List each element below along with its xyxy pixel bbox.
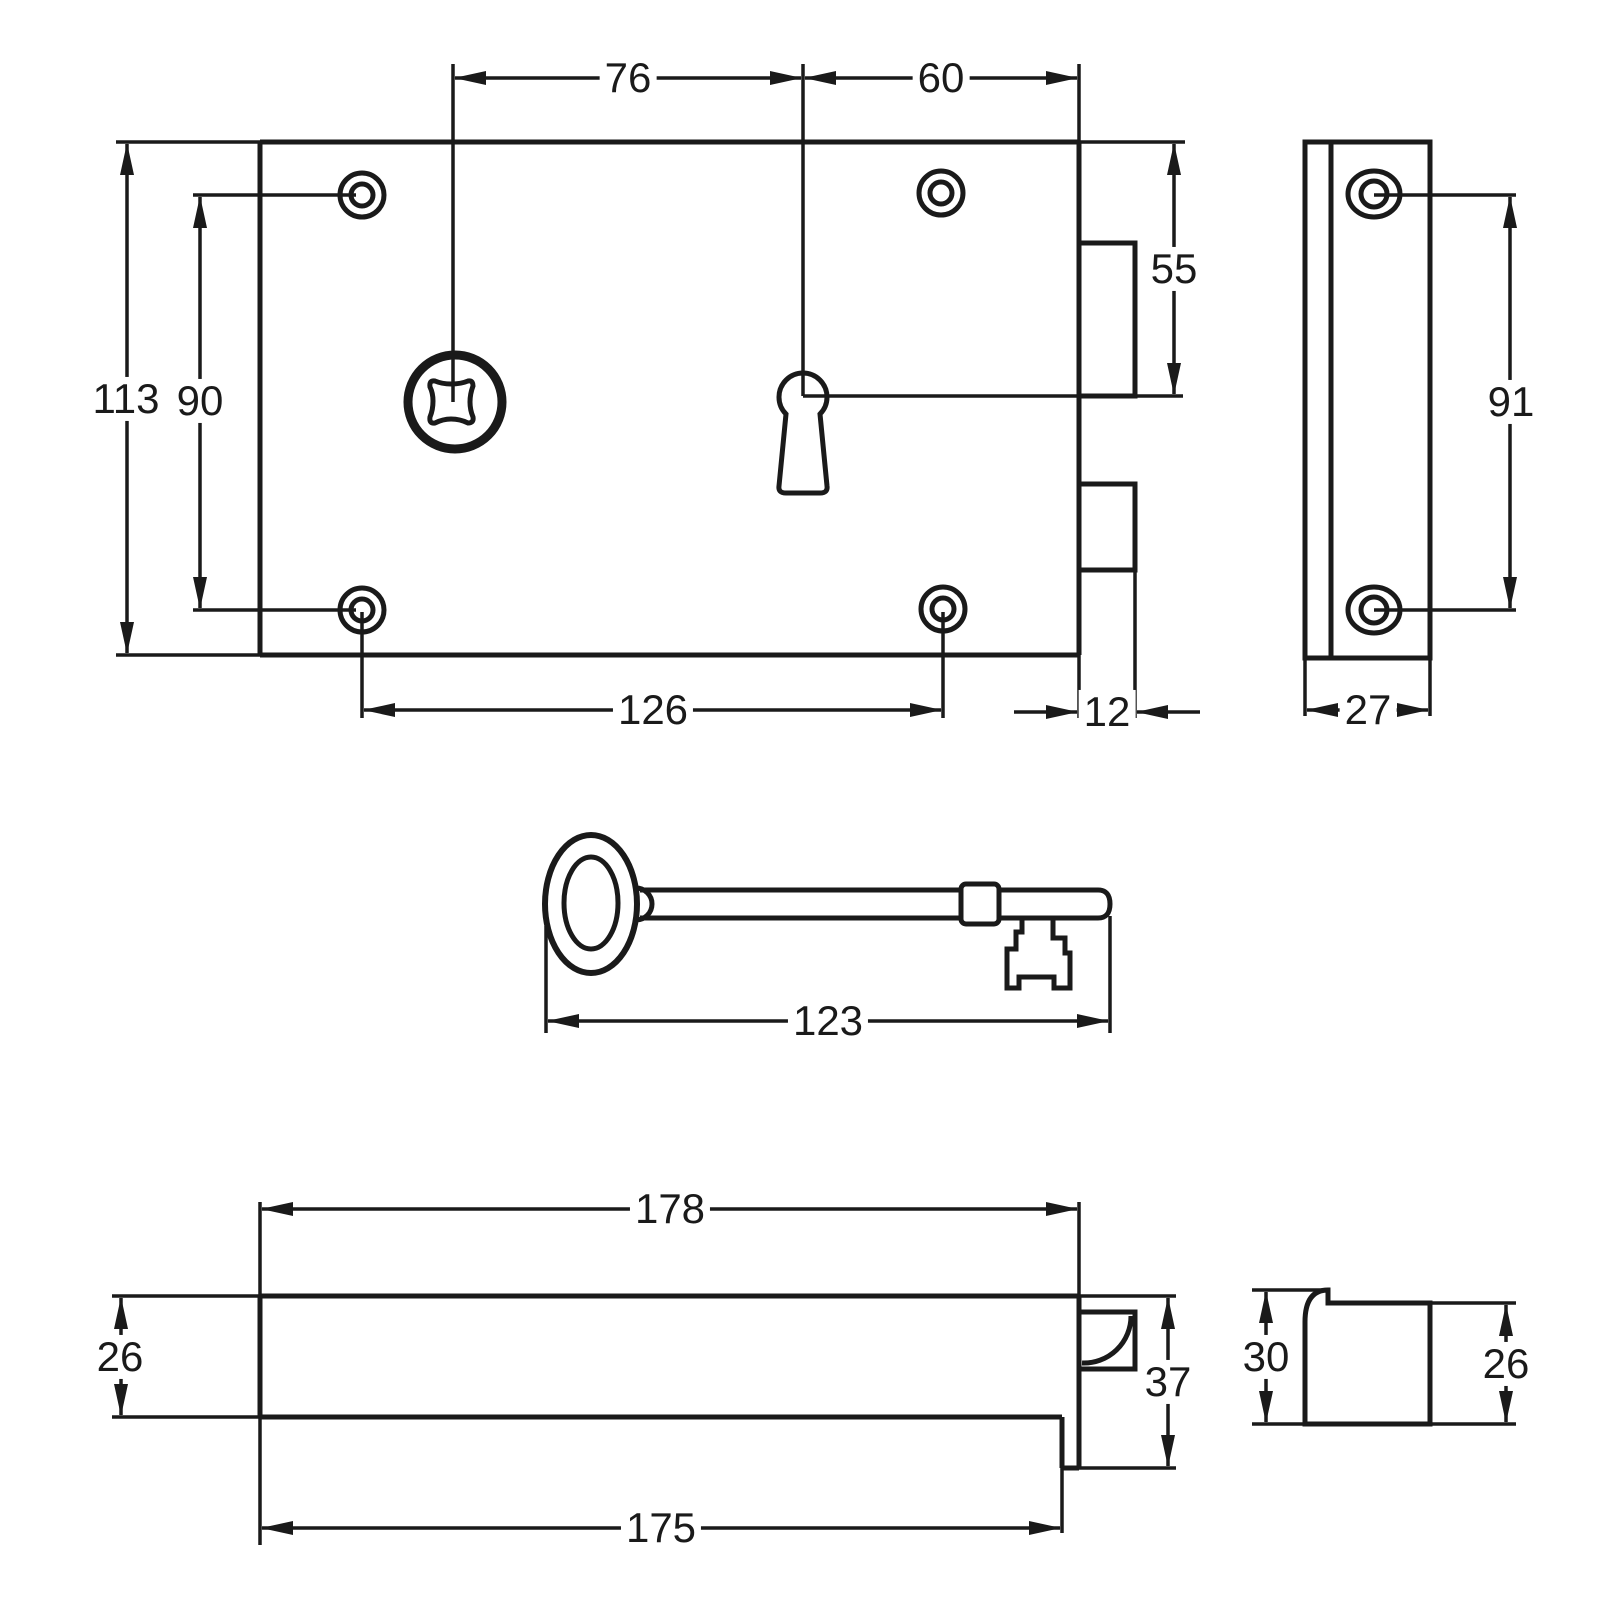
- dim-label-76: 76: [599, 55, 657, 101]
- front-view-extension-lines: [116, 64, 1185, 718]
- side-view-dimensions: [1306, 196, 1517, 717]
- dim-label-27: 27: [1339, 687, 1397, 733]
- key-bit-icon: [1004, 915, 1073, 991]
- dim-label-178: 178: [629, 1186, 711, 1232]
- dim-label-12: 12: [1078, 689, 1136, 735]
- screw-hole-icon: [1345, 168, 1403, 220]
- front-screw-holes: [337, 168, 968, 635]
- side-view: [1302, 139, 1517, 717]
- dim-label-91: 91: [1482, 379, 1540, 425]
- bolt-bevel-curve: [1081, 1315, 1134, 1366]
- dim-label-30: 30: [1237, 1334, 1295, 1380]
- side-screw-holes: [1345, 168, 1403, 636]
- follower-ring-icon: [403, 350, 507, 454]
- spindle-follower: [403, 350, 507, 454]
- keeper-outline: [1302, 1287, 1433, 1427]
- keeper-extension-lines: [1252, 1288, 1516, 1426]
- screw-hole-icon: [337, 585, 387, 635]
- key-view: [542, 832, 1113, 1033]
- bolt-front: [1076, 240, 1138, 399]
- screw-hole-icon: [918, 584, 968, 634]
- dim-label-26-case: 26: [91, 1334, 149, 1380]
- bolt-guide-front: [1076, 481, 1138, 573]
- key-bow-icon: [542, 832, 640, 976]
- dim-label-175: 175: [620, 1505, 702, 1551]
- side-view-extension-lines: [1303, 193, 1516, 716]
- dim-label-90: 90: [171, 378, 229, 424]
- screw-hole-icon: [1345, 584, 1403, 636]
- key-bow-inner: [561, 854, 621, 952]
- keyhole-icon: [776, 370, 830, 496]
- screw-hole-icon: [916, 168, 966, 218]
- keeper-dimensions: [1259, 1291, 1513, 1423]
- key-shaft: [640, 887, 1113, 921]
- lock-plate-outline: [257, 139, 1138, 658]
- bottom-view-dimensions: [114, 1202, 1175, 1535]
- key-tip: [1097, 887, 1113, 921]
- key-extension-lines: [544, 916, 1112, 1033]
- dim-label-123: 123: [787, 998, 869, 1044]
- dim-label-55: 55: [1145, 246, 1203, 292]
- front-view: [116, 64, 1200, 719]
- bottom-view: [112, 1202, 1176, 1545]
- key-collar: [958, 881, 1002, 927]
- screw-hole-icon: [1358, 178, 1390, 210]
- front-view-dimensions: [120, 71, 1181, 717]
- screw-hole-icon: [1358, 594, 1390, 626]
- bolt-bottom-view: [1076, 1309, 1138, 1372]
- dim-label-26-keeper: 26: [1477, 1341, 1535, 1387]
- bottom-view-extension-lines: [112, 1202, 1176, 1545]
- follower-square-icon: [427, 378, 476, 426]
- dim-label-37: 37: [1139, 1359, 1197, 1405]
- bottom-view-outline: [257, 1293, 1138, 1471]
- screw-hole-icon: [927, 179, 955, 207]
- screw-hole-icon: [929, 595, 957, 623]
- screw-hole-icon: [348, 181, 376, 209]
- dim-label-113: 113: [87, 376, 165, 422]
- dim-label-60: 60: [912, 55, 970, 101]
- dim-label-126: 126: [612, 687, 694, 733]
- side-view-outline: [1302, 139, 1433, 661]
- screw-hole-icon: [337, 170, 387, 220]
- screw-hole-icon: [348, 596, 376, 624]
